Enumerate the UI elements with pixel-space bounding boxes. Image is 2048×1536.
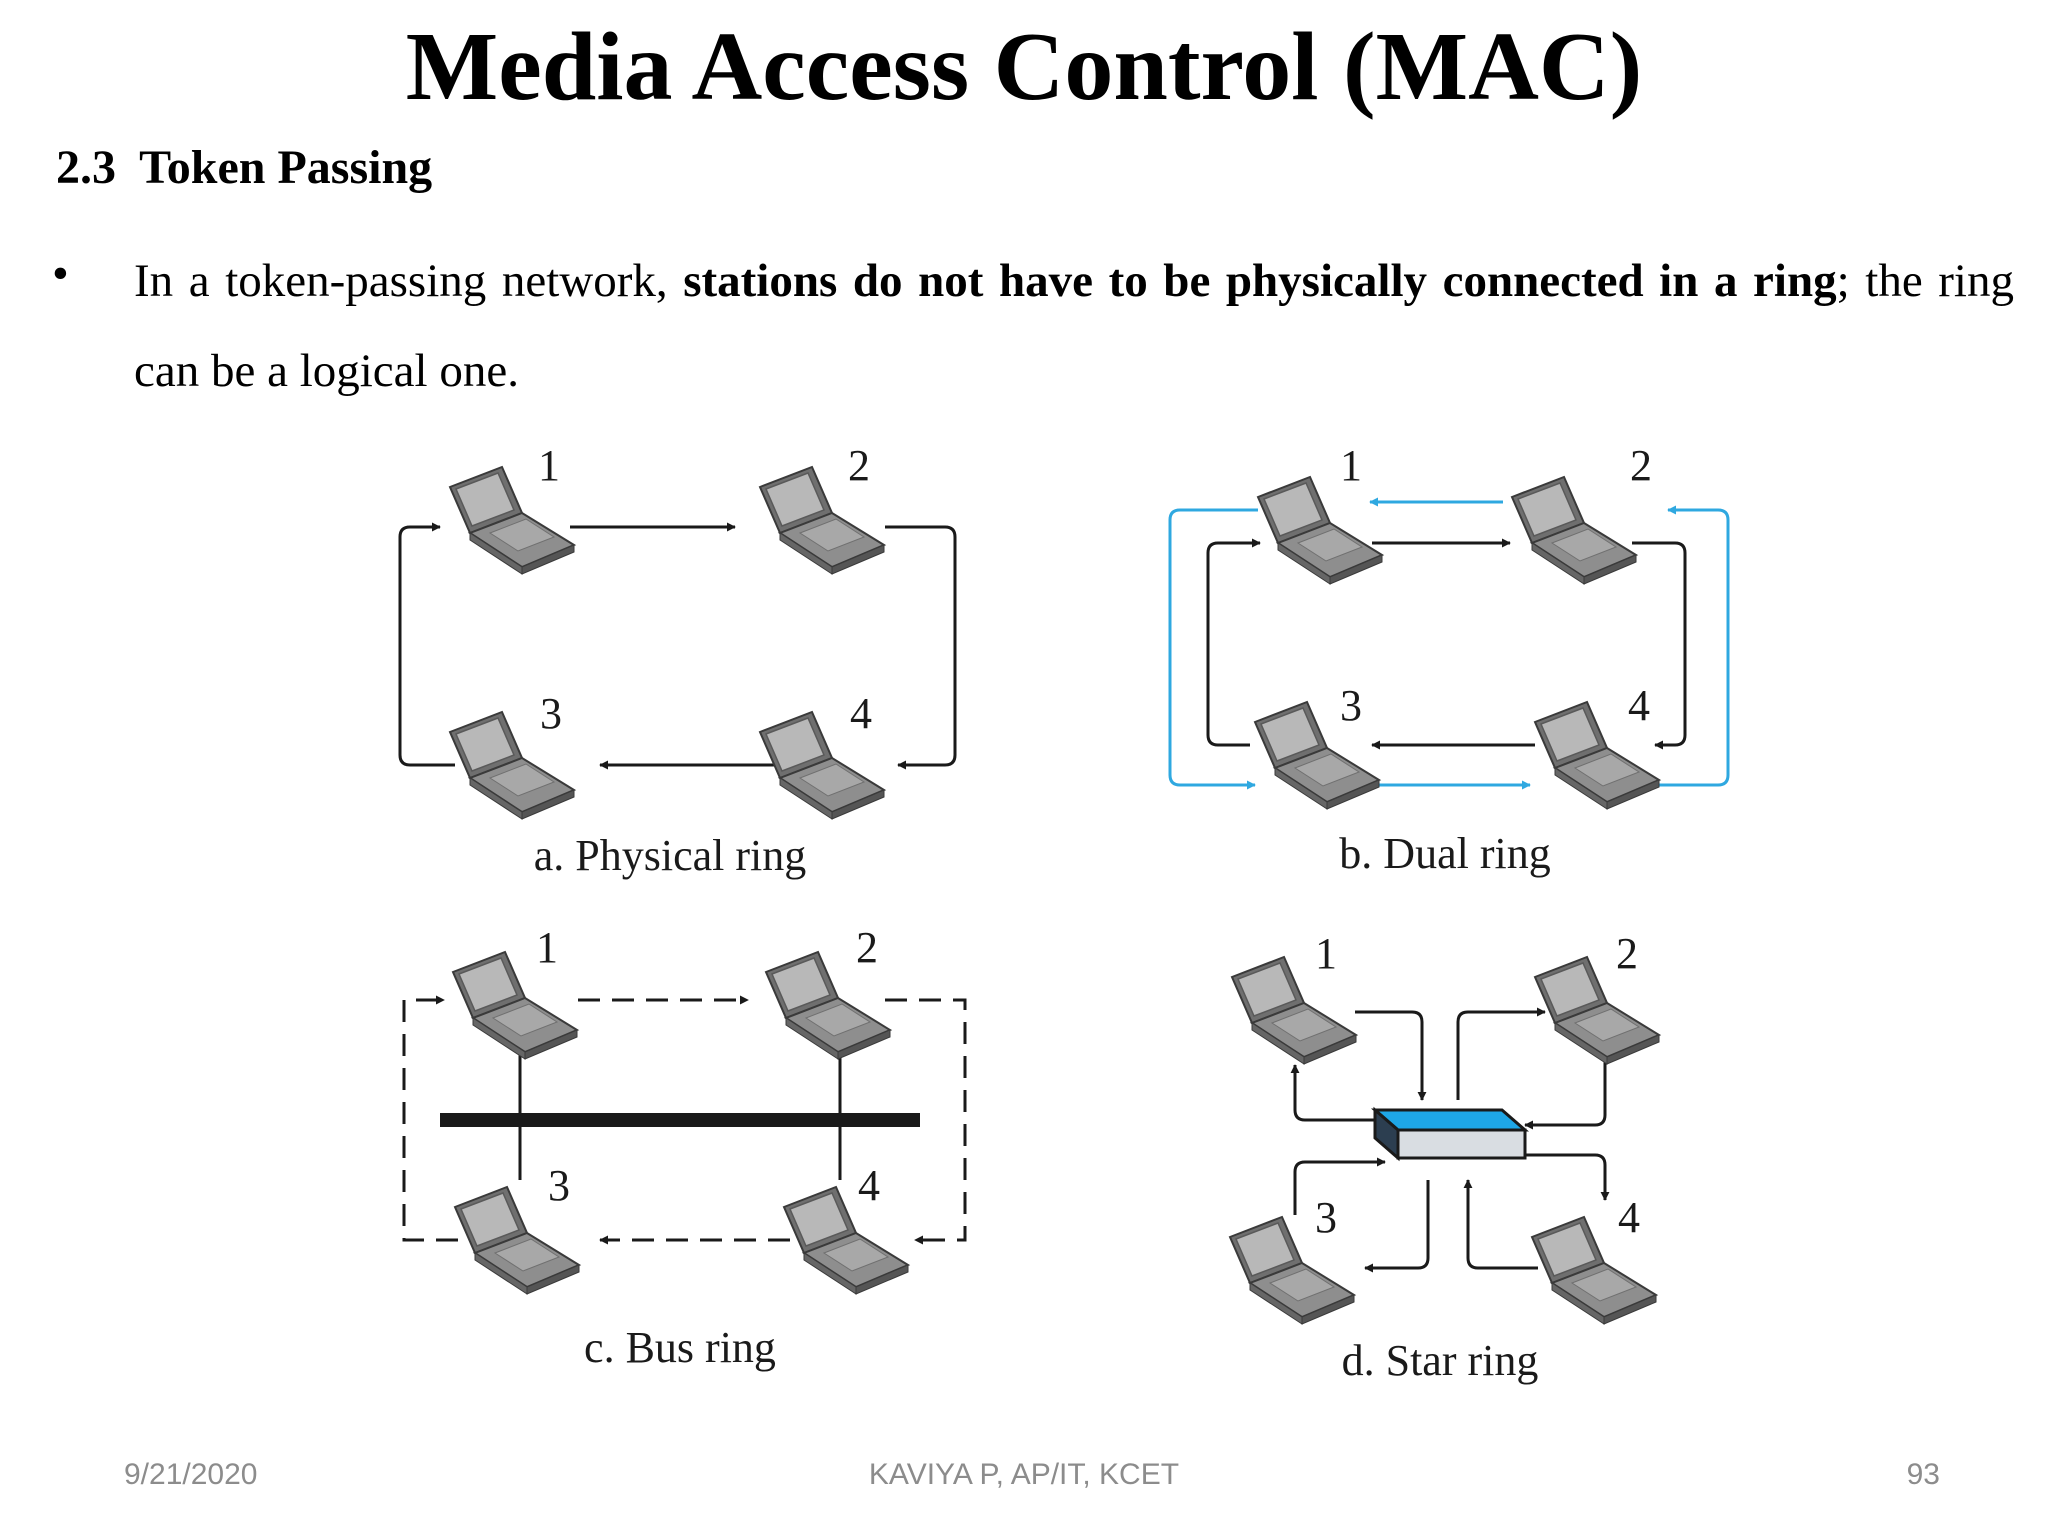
station-label: 3 bbox=[1340, 681, 1362, 730]
laptop-icon bbox=[1534, 956, 1660, 1065]
panel-physical-ring: 1 2 3 4 a. Physical ring bbox=[398, 441, 957, 880]
station-label: 1 bbox=[1315, 929, 1337, 978]
station-label: 4 bbox=[1628, 681, 1650, 730]
panel-caption: b. Dual ring bbox=[1339, 829, 1550, 878]
paragraph-bold-text: stations do not have to be physically co… bbox=[683, 255, 1837, 307]
station-label: 4 bbox=[1618, 1193, 1640, 1242]
station-label: 4 bbox=[850, 689, 872, 738]
bullet-paragraph: In a token-passing network, stations do … bbox=[134, 236, 2014, 416]
laptop-icon bbox=[1231, 956, 1357, 1065]
slide-title: Media Access Control (MAC) bbox=[405, 13, 1643, 121]
station-label: 2 bbox=[1630, 441, 1652, 490]
laptop-icon bbox=[783, 1186, 909, 1295]
station-label: 1 bbox=[1340, 441, 1362, 490]
panel-bus-ring: 1 2 3 4 c. Bus ring bbox=[402, 923, 967, 1372]
station-label: 1 bbox=[536, 923, 558, 972]
station-label: 4 bbox=[858, 1161, 880, 1210]
paragraph-text-1: In a token-passing network, bbox=[134, 255, 684, 307]
laptop-icon bbox=[1257, 476, 1383, 585]
station-label: 2 bbox=[856, 923, 878, 972]
page-number: 93 bbox=[1906, 1458, 1940, 1491]
station-label: 3 bbox=[540, 689, 562, 738]
hub-icon bbox=[1370, 1106, 1530, 1162]
station-label: 3 bbox=[548, 1161, 570, 1210]
panel-caption: d. Star ring bbox=[1342, 1336, 1539, 1385]
bus-cable bbox=[440, 1113, 920, 1127]
station-label: 1 bbox=[538, 441, 560, 490]
footer-author: KAVIYA P, AP/IT, KCET bbox=[868, 1458, 1180, 1491]
laptop-icon bbox=[452, 951, 578, 1060]
station-label: 2 bbox=[1616, 929, 1638, 978]
station-label: 3 bbox=[1315, 1193, 1337, 1242]
panel-star-ring: 1 2 3 4 d. Star ring bbox=[1229, 929, 1660, 1385]
bullet-marker: • bbox=[52, 247, 69, 300]
section-heading: 2.3 Token Passing bbox=[56, 141, 433, 194]
laptop-icon bbox=[1511, 476, 1637, 585]
panel-caption: c. Bus ring bbox=[584, 1323, 776, 1372]
panel-caption: a. Physical ring bbox=[534, 831, 807, 880]
token-passing-diagram: 1 2 3 4 a. Physical ring 1 2 3 4 bbox=[398, 441, 1730, 1385]
station-label: 2 bbox=[848, 441, 870, 490]
footer-date: 9/21/2020 bbox=[124, 1458, 258, 1491]
panel-dual-ring: 1 2 3 4 b. Dual ring bbox=[1168, 441, 1730, 878]
paragraph-text-2: ; the ring can be a logical one. bbox=[134, 255, 2014, 397]
